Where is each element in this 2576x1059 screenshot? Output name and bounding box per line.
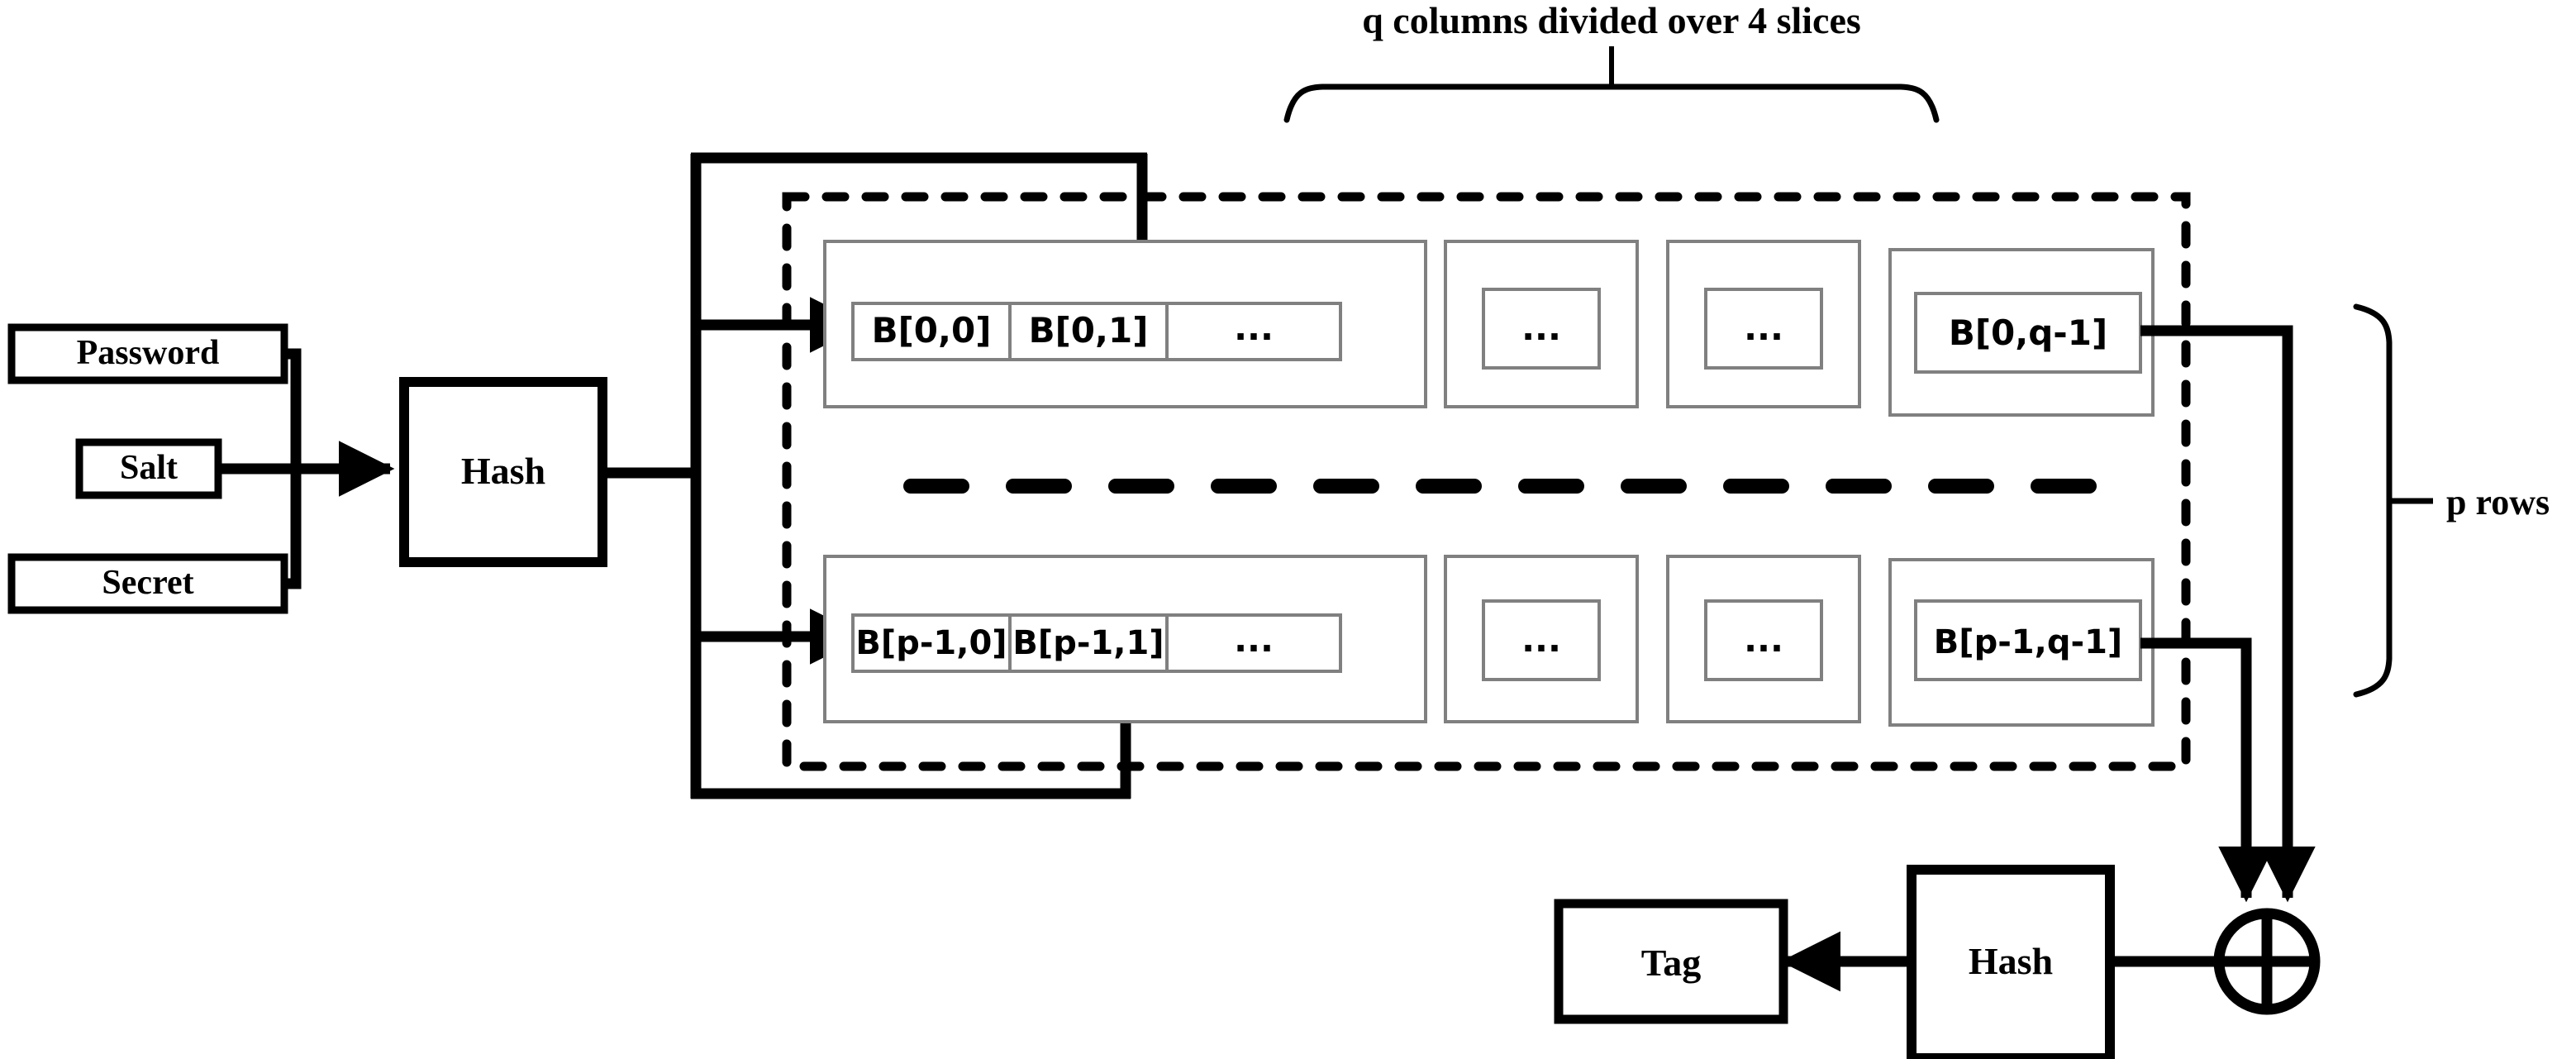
input-salt-label: Salt	[120, 449, 178, 487]
cell-box-row0-s4-c1[interactable]	[1914, 292, 2142, 374]
cell-box-rowp1-s2-c1[interactable]	[1482, 599, 1601, 681]
cell-box-rowp1-s1-c3[interactable]	[1165, 613, 1342, 673]
memory-matrix-dashed-border	[782, 192, 2191, 771]
cell-label-row0-s4-c1: B[0,q-1]	[1949, 312, 2107, 353]
cell-label-rowp1-s4-c1: B[p-1,q-1]	[1934, 623, 2122, 661]
feedback-trunk	[690, 152, 1170, 799]
row0-output-line	[2140, 325, 2316, 903]
cell-label-row0-s1-c3: ...	[1234, 308, 1274, 348]
cell-label-rowp1-s3-c1: ...	[1744, 619, 1783, 660]
slice-outer-row0-s3	[1666, 240, 1861, 408]
tag-label: Tag	[1641, 942, 1701, 984]
cell-label-row0-s1-c1: B[0,0]	[872, 310, 992, 351]
cell-box-row0-s3-c1[interactable]	[1704, 288, 1823, 370]
cell-label-row0-s3-c1: ...	[1744, 308, 1783, 348]
input-secret-box[interactable]	[7, 553, 288, 614]
tag-box[interactable]	[1554, 899, 1788, 1024]
cell-box-rowp1-s3-c1[interactable]	[1704, 599, 1823, 681]
cell-box-rowp1-s1-c2[interactable]	[1008, 613, 1169, 673]
input-password-label: Password	[77, 334, 220, 372]
memory-row-0	[823, 240, 2155, 417]
cell-label-rowp1-s1-c2: B[p-1,1]	[1012, 624, 1164, 662]
hash-output-box[interactable]	[1907, 865, 2115, 1059]
hash-output-label: Hash	[1969, 940, 2053, 982]
cell-box-row0-s1-c3[interactable]	[1165, 302, 1342, 361]
cell-label-rowp1-s1-c1: B[p-1,0]	[855, 624, 1007, 662]
right-brace-p-rows	[2353, 303, 2433, 698]
xor-node[interactable]	[2213, 908, 2321, 1015]
input-secret-label: Secret	[102, 564, 193, 602]
top-brace	[1283, 46, 1940, 123]
right-brace-label: p rows	[2446, 482, 2550, 522]
hash-input-label: Hash	[461, 450, 545, 492]
cell-box-row0-s2-c1[interactable]	[1482, 288, 1601, 370]
cell-box-row0-s1-c2[interactable]	[1008, 302, 1169, 361]
cell-label-row0-s1-c2: B[0,1]	[1029, 310, 1149, 351]
cell-box-rowp1-s4-c1[interactable]	[1914, 599, 2142, 681]
slice-outer-rowp1-s2	[1444, 555, 1639, 723]
hash-input-box[interactable]	[399, 377, 607, 567]
cell-label-row0-s2-c1: ...	[1521, 308, 1561, 348]
cell-box-row0-s1-c1[interactable]	[851, 302, 1012, 361]
memory-row-p-1	[823, 555, 2155, 727]
top-brace-title: q columns divided over 4 slices	[1362, 0, 1861, 41]
cell-label-rowp1-s2-c1: ...	[1521, 619, 1561, 660]
rowp1-output-line	[2140, 637, 2274, 903]
cell-label-rowp1-s1-c3: ...	[1234, 619, 1274, 660]
cell-box-rowp1-s1-c1[interactable]	[851, 613, 1012, 673]
